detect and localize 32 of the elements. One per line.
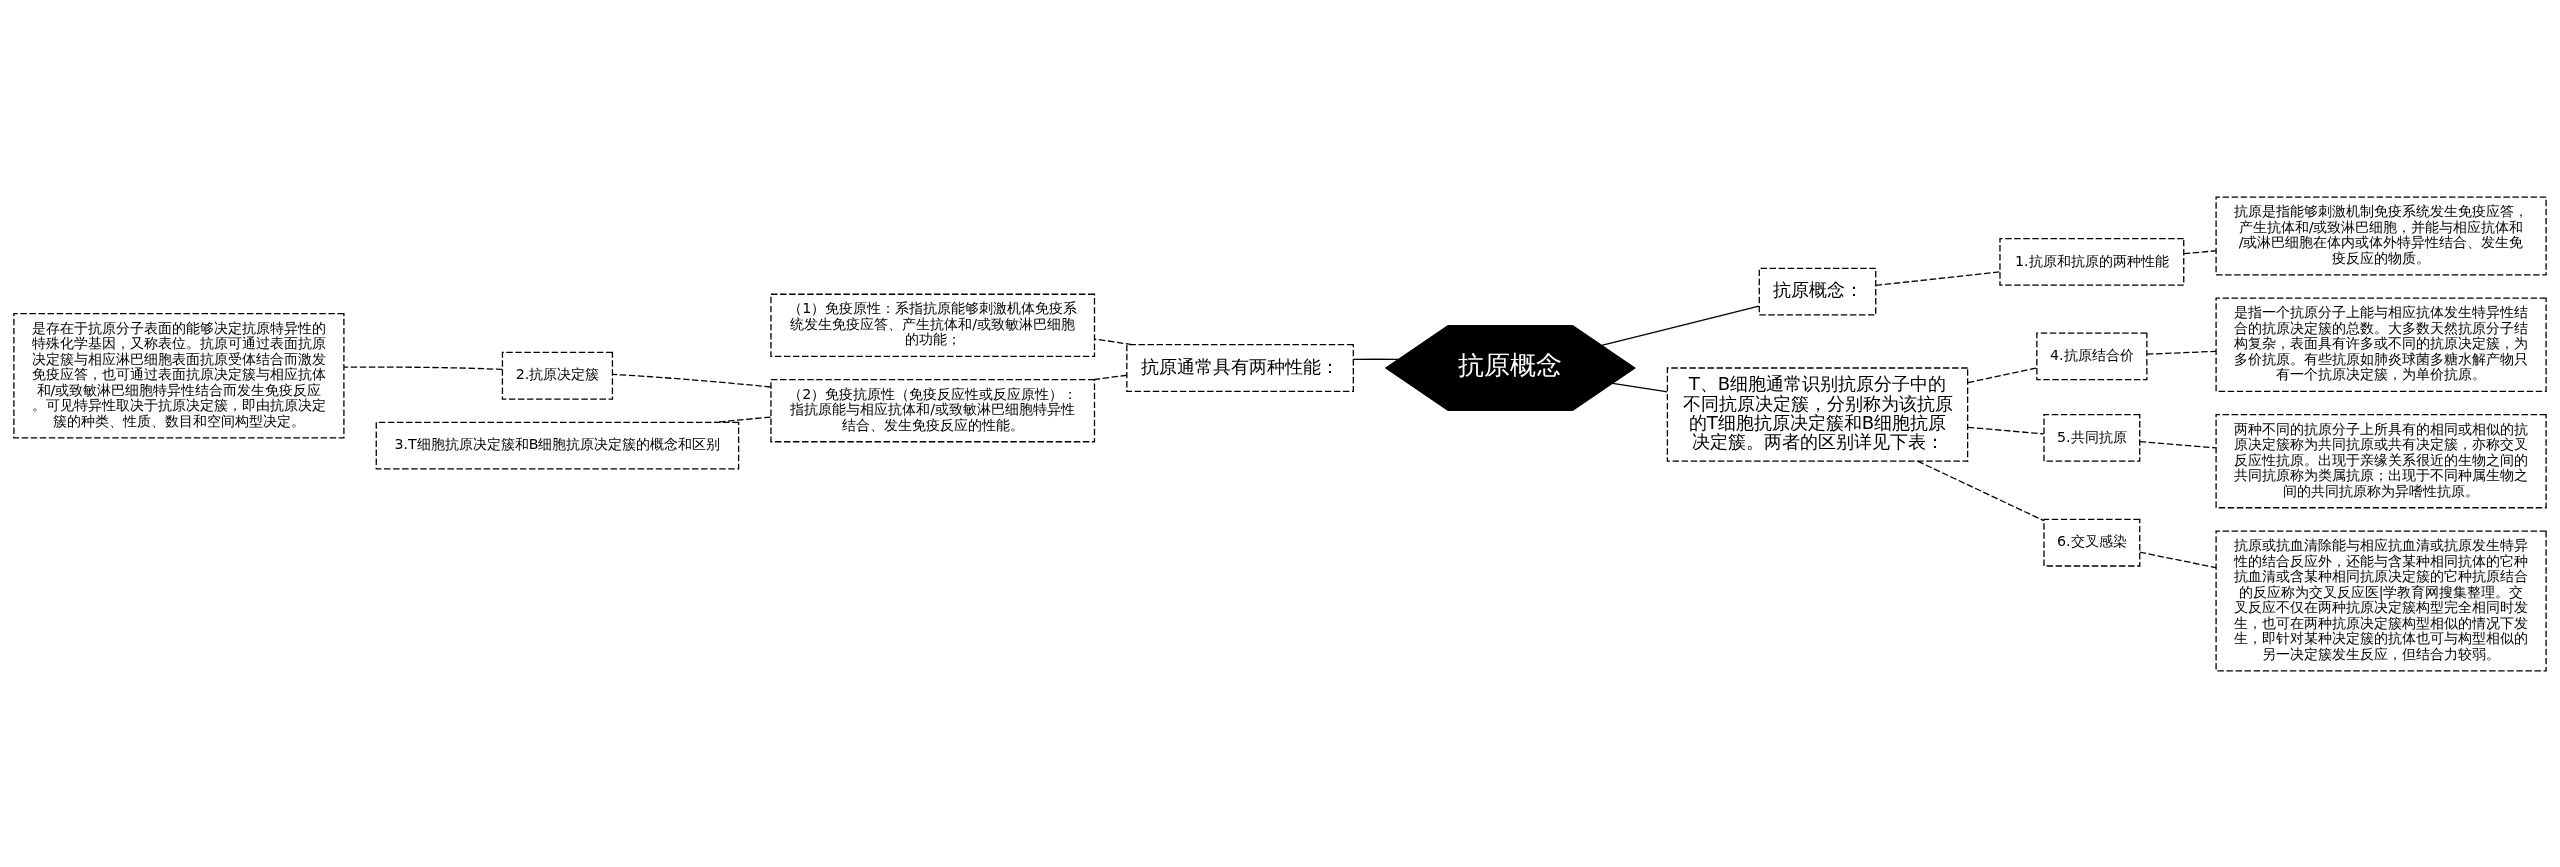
connector [1601, 304, 1760, 346]
connector [1967, 366, 2037, 383]
connector [1917, 460, 2045, 521]
node-box: 5.共同抗原 [2043, 413, 2141, 462]
node-box: 是存在于抗原分子表面的能够决定抗原特异性的特殊化学基因，又称表位。抗原可通过表面抗原决定簇与相应淋巴细胞表面抗原受体结合而激发免疫应答，也可通过表面抗原决定簇与相应抗体和/或致敏淋巴细胞特异性结合而发生免疫反应。可见特异性取决于抗原决定簇，即由抗原决定簇的种类、性质、数目和空间构型决定。 [13, 312, 345, 439]
connector [2146, 350, 2217, 355]
connector [343, 365, 503, 370]
node-box: 是指一个抗原分子上能与相应抗体发生特异性结合的抗原决定簇的总数。大多数天然抗原分子结构复杂，表面具有许多或不同的抗原决定簇，为多价抗原。有些抗原如肺炎球菌多糖水解产物只有一个抗原决定簇，为单价抗原。 [2215, 296, 2547, 392]
node-box: 4.抗原结合价 [2036, 331, 2148, 380]
connector [2139, 440, 2217, 448]
node-box: 3.T细胞抗原决定簇和B细胞抗原决定簇的概念和区别 [375, 421, 740, 470]
connector [2183, 249, 2217, 254]
connector [1094, 337, 1133, 345]
node-box: （2）免疫抗原性（免疫反应性或反应原性）：指抗原能与相应抗体和/或致敏淋巴细胞特异性结合、发生免疫反应的性能。 [770, 378, 1096, 442]
node-box: T、B细胞通常识别抗原分子中的不同抗原决定簇，分别称为该抗原的T细胞抗原决定簇和B细胞抗原决定簇。两者的区别详见下表： [1666, 366, 1969, 462]
node-box: （1）免疫原性：系指抗原能够刺激机体免疫系统发生免疫应答、产生抗体和/或致敏淋巴细胞的功能； [770, 293, 1096, 357]
node-box: 两种不同的抗原分子上所具有的相同或相似的抗原决定簇称为共同抗原或共有决定簇，亦称交叉反应性抗原。出现于亲缘关系很近的生物之间的共同抗原称为类属抗原；出现于不同种属生物之间的共同抗原称为异嗜性抗原。 [2215, 413, 2547, 508]
connector [1352, 358, 1400, 360]
connector [714, 415, 772, 423]
connector [2139, 551, 2217, 568]
node-box: 抗原通常具有两种性能： [1126, 343, 1354, 392]
connector [1092, 374, 1128, 380]
node-box: 抗原概念： [1758, 267, 1877, 316]
connector [1967, 426, 2045, 434]
node-box: 1.抗原和抗原的两种性能 [1999, 237, 2185, 286]
node-box: 抗原是指能够刺激机制免疫系统发生免疫应答，产生抗体和/或致淋巴细胞，并能与相应抗体和/或淋巴细胞在体内或体外特异性结合、发生免疫反应的物质。 [2215, 196, 2547, 275]
connector [1875, 270, 2001, 286]
node-box: 2.抗原决定簇 [501, 351, 614, 400]
connector [611, 373, 772, 388]
connector [1612, 382, 1668, 392]
node-box: 抗原或抗血清除能与相应抗血清或抗原发生特异性的结合反应外，还能与含某种相同抗体的它种抗血清或含某种相同抗原决定簇的它种抗原结合的反应称为交叉反应医|学教育网搜集整理。交叉反应不仅在两种抗原决定簇构型完全相同时发生，也可在两种抗原决定簇构型相似的情况下发生，即针对某种决定簇的抗体也可与构型相似的另一决定簇发生反应，但结合力较弱。 [2215, 529, 2547, 671]
node-box: 6.交叉感染 [2043, 518, 2141, 567]
